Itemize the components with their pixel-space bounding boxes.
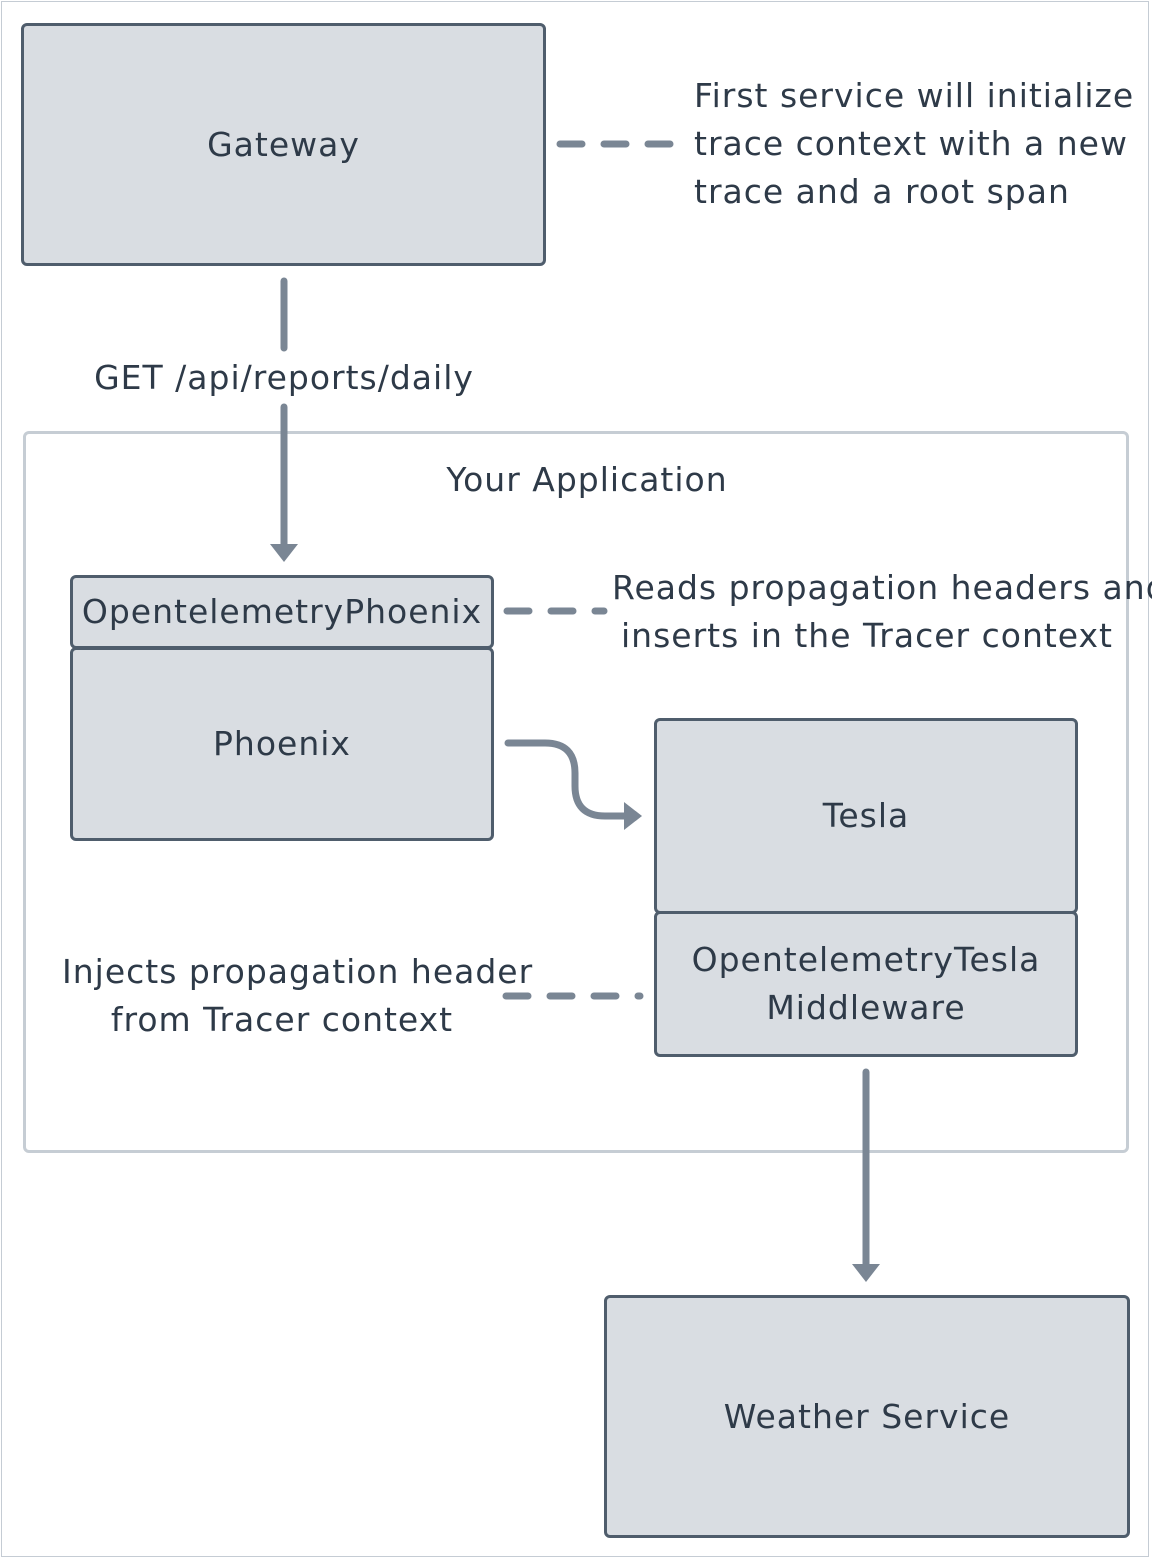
opentelemetry-phoenix-label: OpentelemetryPhoenix <box>81 592 483 631</box>
tesla-label: Tesla <box>822 796 910 835</box>
gateway-label: Gateway <box>207 124 360 164</box>
request-arrowhead <box>270 544 298 562</box>
gateway-node: Gateway <box>21 23 546 266</box>
phoenix-label: Phoenix <box>213 724 351 763</box>
weather-service-label: Weather Service <box>723 1396 1011 1436</box>
opentelemetry-tesla-node: OpentelemetryTesla Middleware <box>654 911 1078 1057</box>
request-label: GET /api/reports/daily <box>84 354 484 402</box>
opentelemetry-tesla-label: OpentelemetryTesla Middleware <box>691 940 1041 1027</box>
gateway-note: First service will initialize trace cont… <box>694 76 1135 211</box>
weather-arrowhead <box>852 1264 880 1282</box>
region-title: Your Application <box>446 460 728 499</box>
weather-service-node: Weather Service <box>604 1295 1130 1538</box>
opentelemetry-phoenix-node: OpentelemetryPhoenix <box>70 575 494 649</box>
phoenix-to-tesla-arrowhead <box>624 802 642 830</box>
tesla-node: Tesla <box>654 718 1078 914</box>
your-application-region <box>23 431 1129 1153</box>
phoenix-to-tesla-arrow <box>504 739 629 820</box>
phoenix-node: Phoenix <box>70 647 494 841</box>
tesla-note: Injects propagation header from Tracer c… <box>62 952 534 1039</box>
phoenix-note: Reads propagation headers and inserts in… <box>612 568 1152 655</box>
